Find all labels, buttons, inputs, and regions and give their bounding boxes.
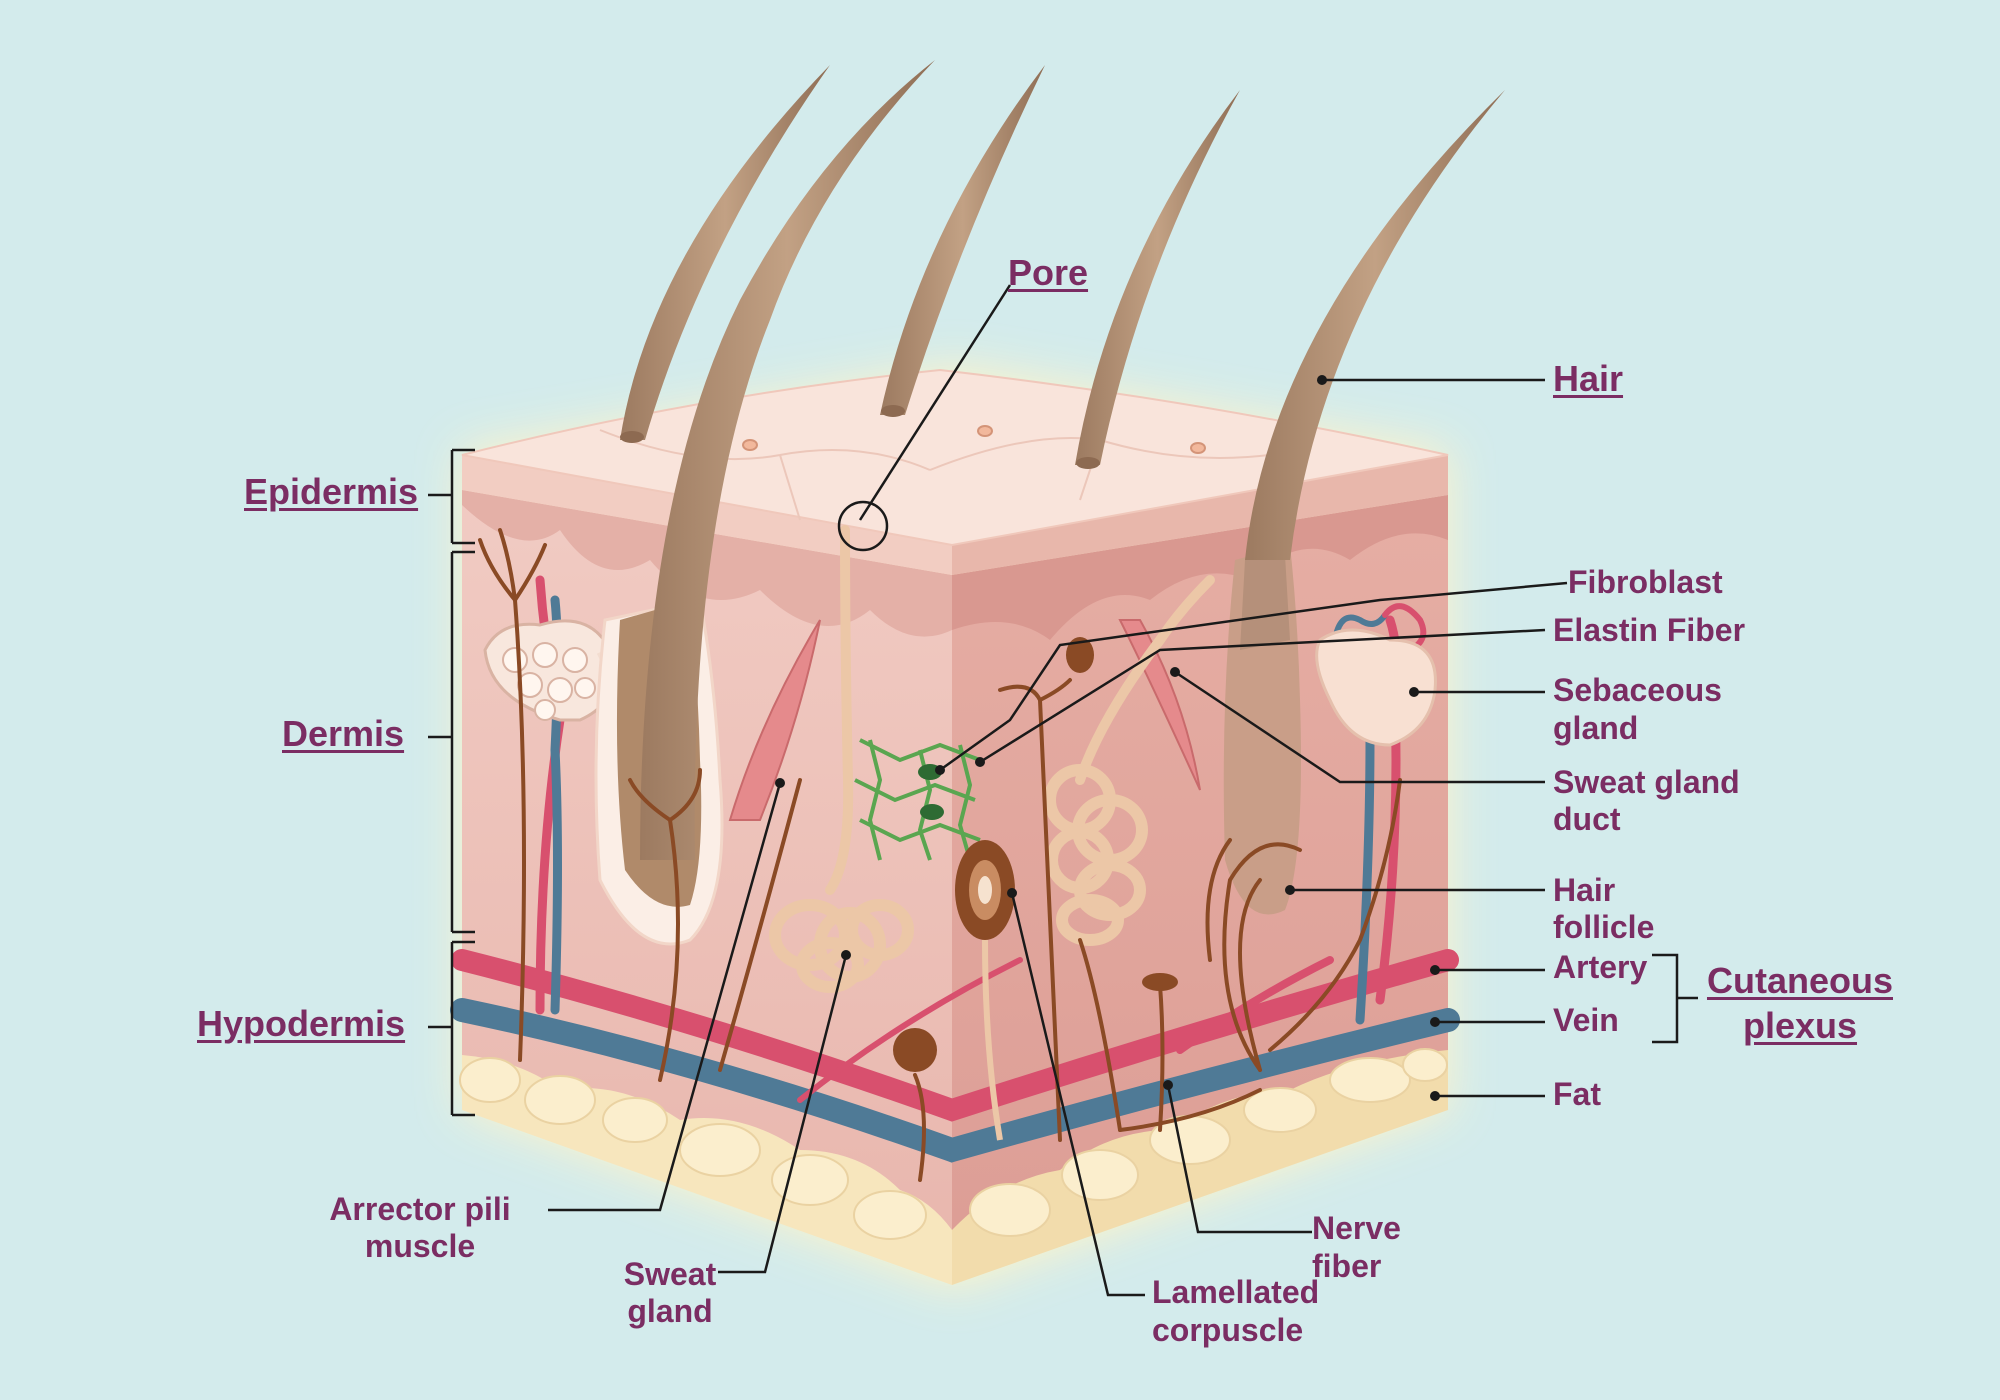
small-corpuscles (893, 637, 1178, 1072)
label-fibroblast: Fibroblast (1568, 564, 1723, 600)
leader-lines (428, 284, 1698, 1297)
leader-dots (775, 375, 1440, 1101)
blood-vessels (450, 575, 1460, 1163)
label-sweat-gland-duct-line2: duct (1553, 801, 1621, 837)
sweat-glands (769, 764, 1148, 993)
label-cutaneous-plexus-line2[interactable]: plexus (1742, 1005, 1858, 1046)
label-hypodermis[interactable]: Hypodermis (197, 1003, 406, 1044)
label-fat: Fat (1553, 1076, 1601, 1112)
label-sweat-gland-line2: gland (627, 1293, 713, 1329)
label-hair[interactable]: Hair (1553, 358, 1624, 399)
surface-pores (742, 425, 1206, 454)
label-epidermis[interactable]: Epidermis (244, 471, 419, 512)
label-sweat-gland-line1: Sweat (623, 1256, 717, 1292)
label-sebaceous-gland-line1: Sebaceous (1553, 672, 1722, 708)
label-artery: Artery (1553, 949, 1648, 985)
hair-roots (620, 405, 1100, 469)
label-pore[interactable]: Pore (1008, 252, 1089, 293)
fat-right (952, 1050, 1448, 1285)
epidermis-ridges-right (952, 495, 1448, 640)
label-sweat-gland-duct-line1: Sweat gland (1553, 764, 1740, 800)
label-dermis[interactable]: Dermis (282, 713, 405, 754)
nerve-fibers (478, 528, 1402, 1182)
label-nerve-fiber-line2: fiber (1312, 1248, 1382, 1284)
label-elastin-fiber: Elastin Fiber (1553, 612, 1746, 648)
sweat-ducts (825, 525, 1215, 895)
label-vein: Vein (1553, 1002, 1619, 1038)
label-hair-follicle-line2: follicle (1553, 909, 1655, 945)
fat-cells (459, 1048, 1448, 1240)
label-arrector-pili-line1: Arrector pili (329, 1191, 511, 1227)
label-lamellated-corpuscle-line2: corpuscle (1152, 1312, 1304, 1348)
hair-shafts (620, 60, 1505, 860)
label-lamellated-corpuscle-line1: Lamellated (1152, 1274, 1320, 1310)
lamellated-corpuscle (955, 840, 1015, 1141)
label-cutaneous-plexus-line1[interactable]: Cutaneous (1706, 960, 1893, 1001)
label-hair-follicle-line1: Hair (1553, 872, 1616, 908)
epidermis-right-band (952, 455, 1448, 575)
label-arrector-pili-line2: muscle (364, 1228, 476, 1264)
label-sebaceous-gland-line2: gland (1553, 710, 1639, 746)
label-nerve-fiber-line1: Nerve (1312, 1210, 1401, 1246)
